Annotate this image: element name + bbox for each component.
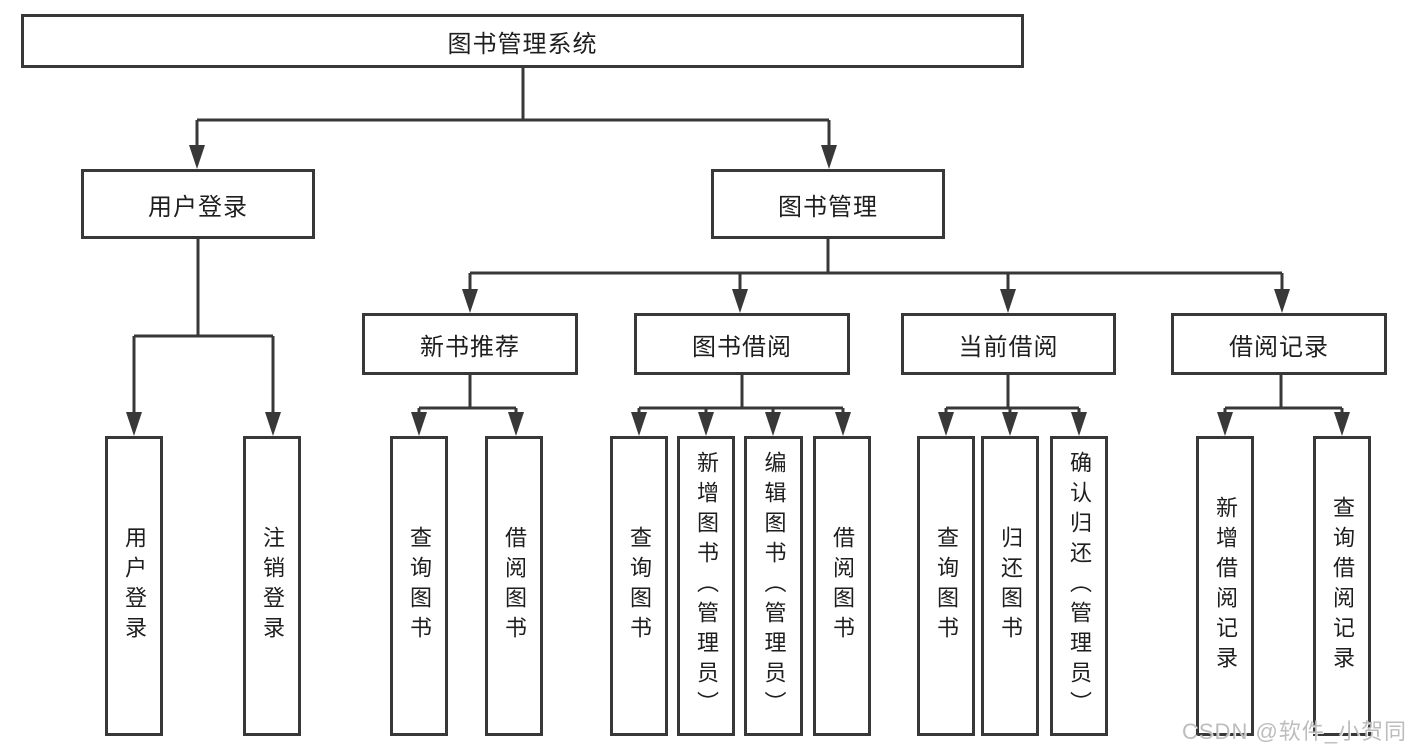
node-label: 图书管理: [778, 193, 878, 221]
node-label: 查询借阅记录: [1330, 496, 1355, 676]
csdn-watermark: CSDN @软件_小贺同学: [1182, 719, 1405, 744]
node-borrow-books-1: 借阅图书: [485, 436, 543, 736]
node-label: 图书管理系统: [447, 30, 598, 58]
node-borrow-books-2: 借阅图书: [813, 436, 871, 736]
node-label: 归还图书: [998, 526, 1023, 646]
node-current-borrowing: 当前借阅: [901, 313, 1116, 375]
node-label: 确认归还（管理员）: [1067, 451, 1092, 721]
node-label: 借阅图书: [502, 526, 527, 646]
node-label: 新增图书（管理员）: [694, 451, 719, 721]
node-new-book-recommendation: 新书推荐: [362, 313, 578, 375]
node-label: 编辑图书（管理员）: [761, 451, 787, 721]
node-query-borrow-record: 查询借阅记录: [1313, 436, 1371, 736]
node-label: 借阅图书: [830, 526, 855, 646]
node-confirm-return-admin: 确认归还（管理员）: [1050, 436, 1108, 736]
node-label: 新书推荐: [420, 333, 520, 361]
node-label: 注销登录: [260, 526, 285, 646]
node-add-books-admin: 新增图书（管理员）: [677, 436, 735, 736]
node-return-books: 归还图书: [981, 436, 1039, 736]
node-book-management: 图书管理: [711, 169, 945, 239]
node-add-borrow-record: 新增借阅记录: [1196, 436, 1254, 736]
node-book-borrowing: 图书借阅: [634, 313, 850, 375]
node-label: 查询图书: [407, 526, 432, 646]
node-label: 图书借阅: [692, 333, 792, 361]
node-label: 查询图书: [934, 526, 959, 646]
node-query-books-2: 查询图书: [610, 436, 668, 736]
node-edit-books-admin: 编辑图书（管理员）: [744, 436, 803, 736]
node-query-books-3: 查询图书: [917, 436, 975, 736]
node-query-books-1: 查询图书: [390, 436, 448, 736]
node-label: 用户登录: [122, 526, 147, 646]
arrowheads: [126, 145, 1350, 436]
node-user-login: 用户登录: [81, 169, 315, 239]
node-label: 当前借阅: [958, 333, 1059, 361]
node-label: 新增借阅记录: [1213, 496, 1238, 676]
node-label: 用户登录: [148, 193, 248, 221]
node-borrowing-records: 借阅记录: [1171, 313, 1387, 375]
node-user-login-leaf: 用户登录: [105, 436, 163, 736]
node-label: 查询图书: [627, 526, 652, 646]
node-root-library-management-system: 图书管理系统: [21, 14, 1024, 68]
node-logout: 注销登录: [243, 436, 301, 736]
node-label: 借阅记录: [1229, 333, 1329, 361]
